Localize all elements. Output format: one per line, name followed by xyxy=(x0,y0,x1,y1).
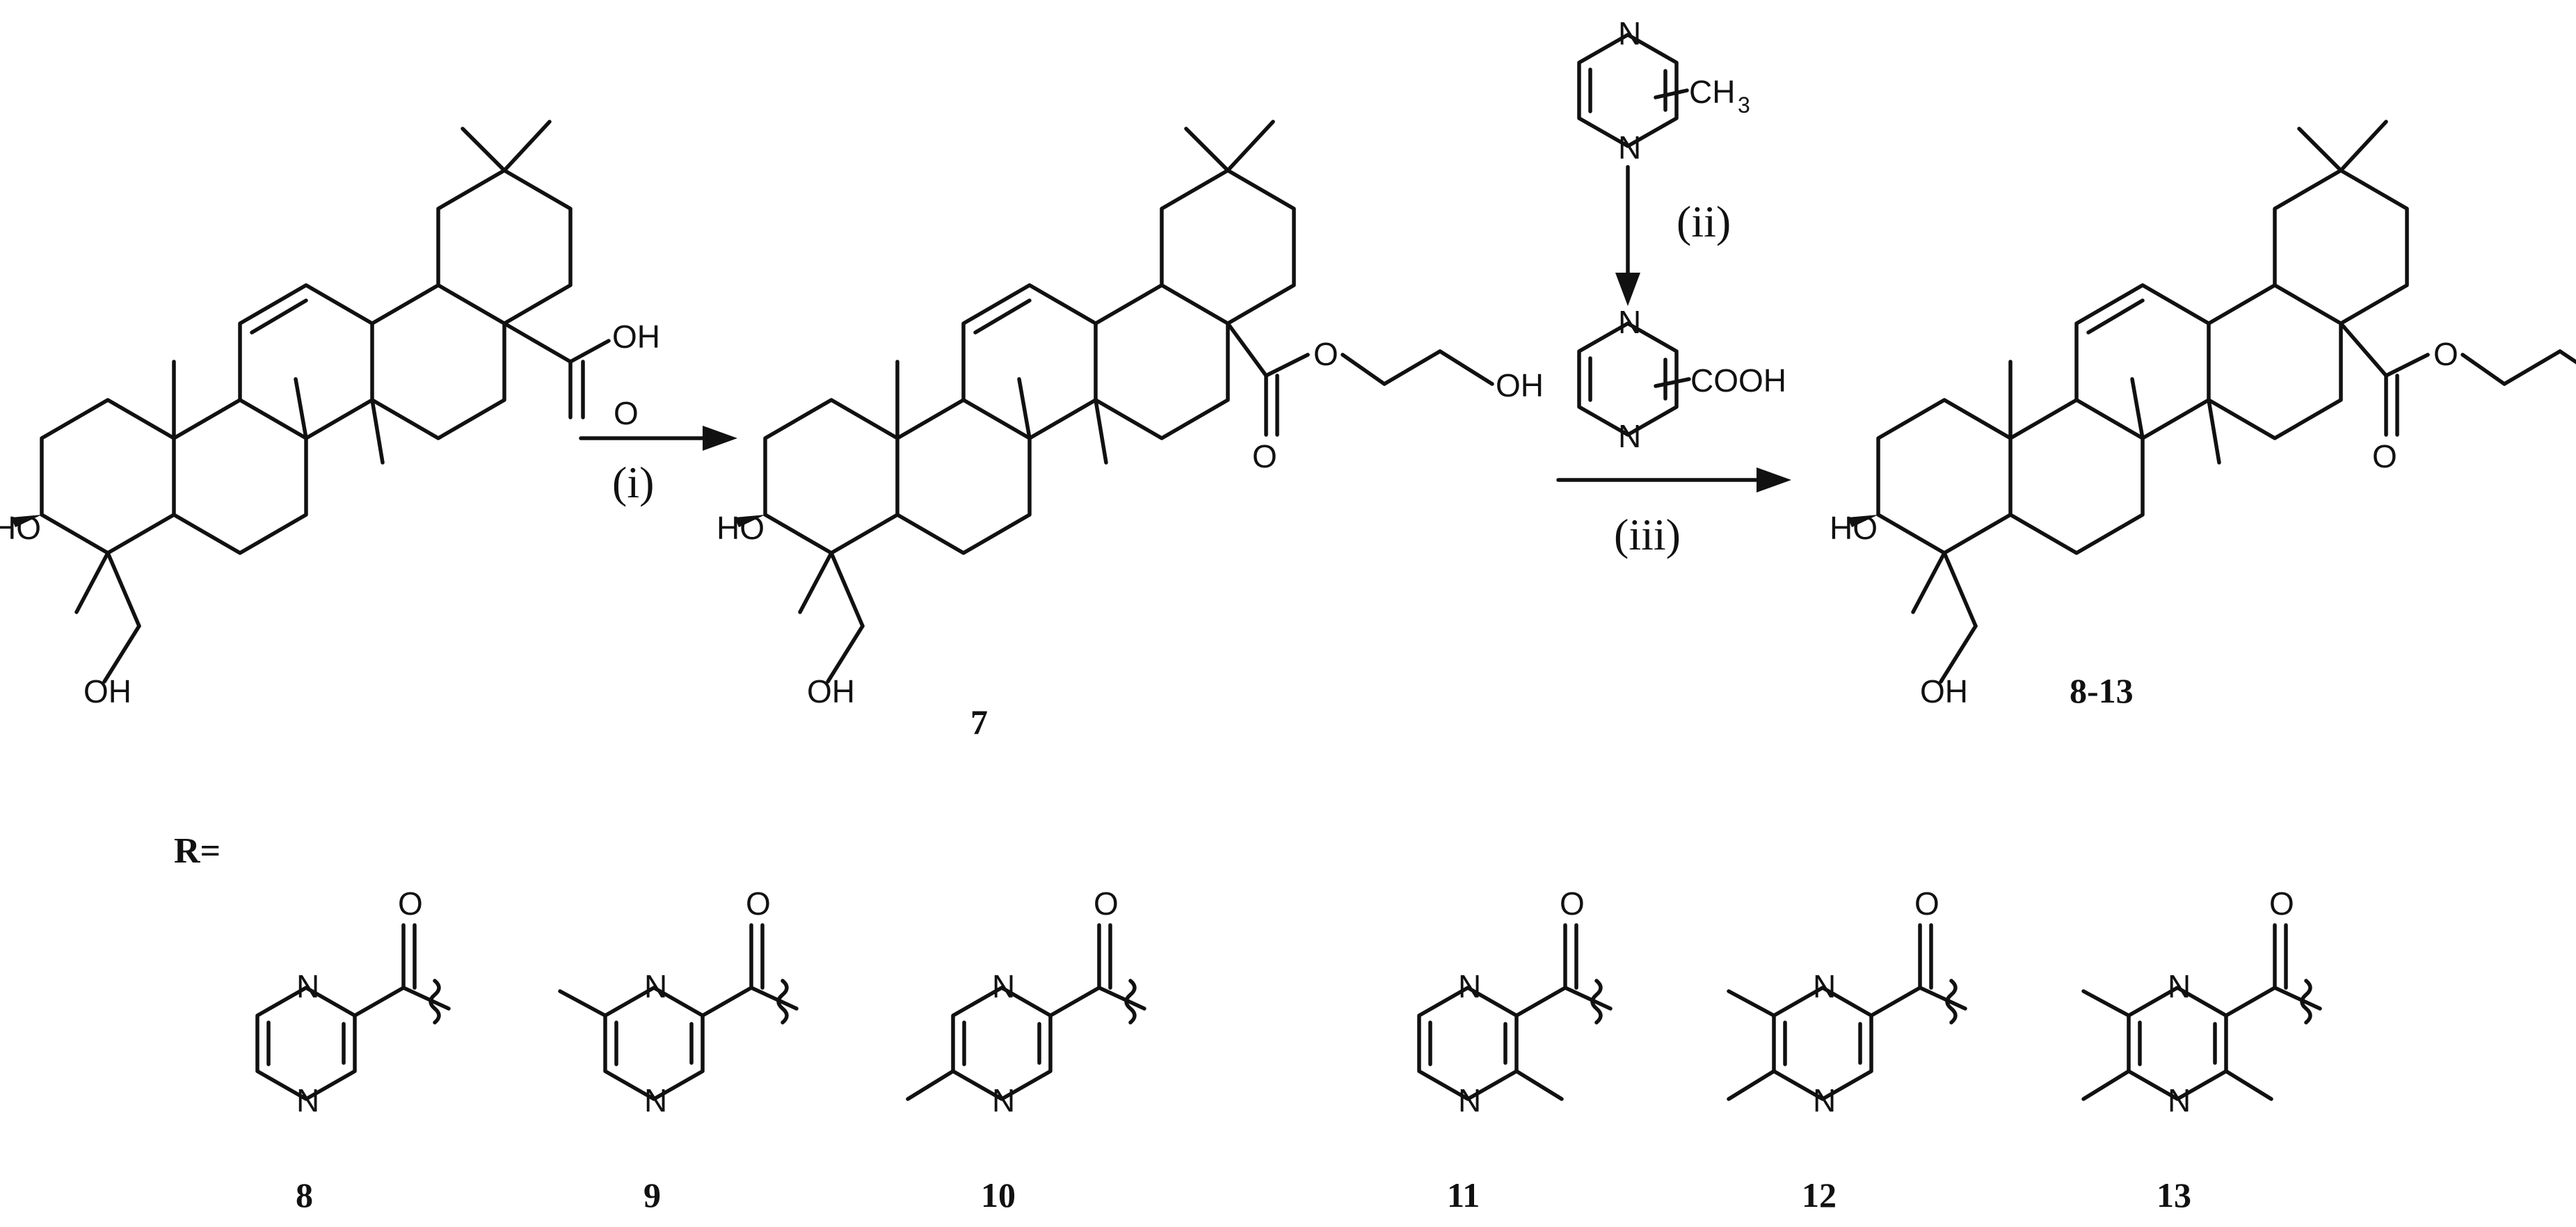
condition-i: (i) xyxy=(612,458,654,507)
r-group-label-9: 9 xyxy=(643,1176,661,1214)
r-group-label-13: 13 xyxy=(2157,1176,2191,1214)
acid-pyrazine-n-bottom: N xyxy=(1618,418,1641,454)
r12-o: O xyxy=(1914,885,1939,922)
pyrazinecarboxylic-acid: N N COOH xyxy=(1579,304,1786,454)
r9-n1: N xyxy=(644,968,667,1004)
terminal-oh: OH xyxy=(1496,367,1544,403)
r9-o: O xyxy=(746,885,771,922)
cooh-label: COOH xyxy=(1690,362,1786,399)
r-group-8: N N O xyxy=(257,885,449,1118)
reaction-arrow-iii: (iii) xyxy=(1556,467,1791,559)
r8-n1: N xyxy=(296,968,319,1004)
methyl-ch: CH xyxy=(1689,74,1735,110)
r10-n4: N xyxy=(992,1082,1015,1118)
methyl-subscript: 3 xyxy=(1738,93,1750,118)
r12-n4: N xyxy=(1813,1082,1836,1118)
c23-oh: OH xyxy=(83,673,131,709)
c3-ho: HO xyxy=(717,510,765,546)
r-group-label-12: 12 xyxy=(1802,1176,1837,1214)
ester-o: O xyxy=(1313,336,1338,372)
r13-n4: N xyxy=(2168,1082,2191,1118)
r11-n4: N xyxy=(1458,1082,1481,1118)
acid-pyrazine-n-top: N xyxy=(1618,304,1641,340)
r10-o: O xyxy=(1094,885,1119,922)
r13-n1: N xyxy=(2168,968,2191,1004)
r-group-13: N N O xyxy=(2081,885,2320,1118)
c23-oh: OH xyxy=(807,673,855,709)
c23-oh: OH xyxy=(1920,673,1968,709)
pyrazine-n-top: N xyxy=(1618,15,1641,51)
product-8-13-structure: O O O R HO OH xyxy=(1830,122,2576,709)
ester-carbonyl-o: O xyxy=(1252,438,1277,474)
compound-label-8-13: 8-13 xyxy=(2070,671,2134,710)
intermediate-7-structure: O O OH HO OH xyxy=(717,122,1544,709)
r-group-10: N N O xyxy=(906,885,1144,1118)
r-group-9: N N O xyxy=(558,885,797,1118)
starting-material-structure: O OH HO OH xyxy=(0,122,660,709)
r-group-label-11: 11 xyxy=(1447,1176,1480,1214)
methylpyrazine-reagent: N N CH 3 xyxy=(1579,15,1750,166)
reaction-arrow-i: (i) xyxy=(579,426,737,507)
r-group-11: N N O xyxy=(1419,885,1610,1118)
r-group-12: N N O xyxy=(1727,885,1965,1118)
condition-ii: (ii) xyxy=(1677,197,1731,246)
reaction-arrow-ii: (ii) xyxy=(1615,165,1731,306)
r-group-label-8: 8 xyxy=(296,1176,313,1214)
pyrazine-n-bottom: N xyxy=(1618,129,1641,166)
c3-ho: HO xyxy=(1830,510,1878,546)
r12-n1: N xyxy=(1813,968,1836,1004)
c3-ho: HO xyxy=(0,510,41,546)
condition-iii: (iii) xyxy=(1614,510,1681,559)
r11-n1: N xyxy=(1458,968,1481,1004)
r11-o: O xyxy=(1560,885,1585,922)
product-ester-carbonyl-o: O xyxy=(2372,438,2397,474)
r8-o: O xyxy=(398,885,423,922)
acid-carbonyl-o: O xyxy=(614,395,639,431)
r-group-label-10: 10 xyxy=(981,1176,1016,1214)
compound-label-7: 7 xyxy=(970,703,988,741)
r13-o: O xyxy=(2269,885,2294,922)
r10-n1: N xyxy=(992,968,1015,1004)
acid-oh: OH xyxy=(612,319,660,355)
r8-n4: N xyxy=(296,1082,319,1118)
r-group-label: R= xyxy=(174,831,221,871)
product-ester-o: O xyxy=(2433,336,2458,372)
r9-n4: N xyxy=(644,1082,667,1118)
